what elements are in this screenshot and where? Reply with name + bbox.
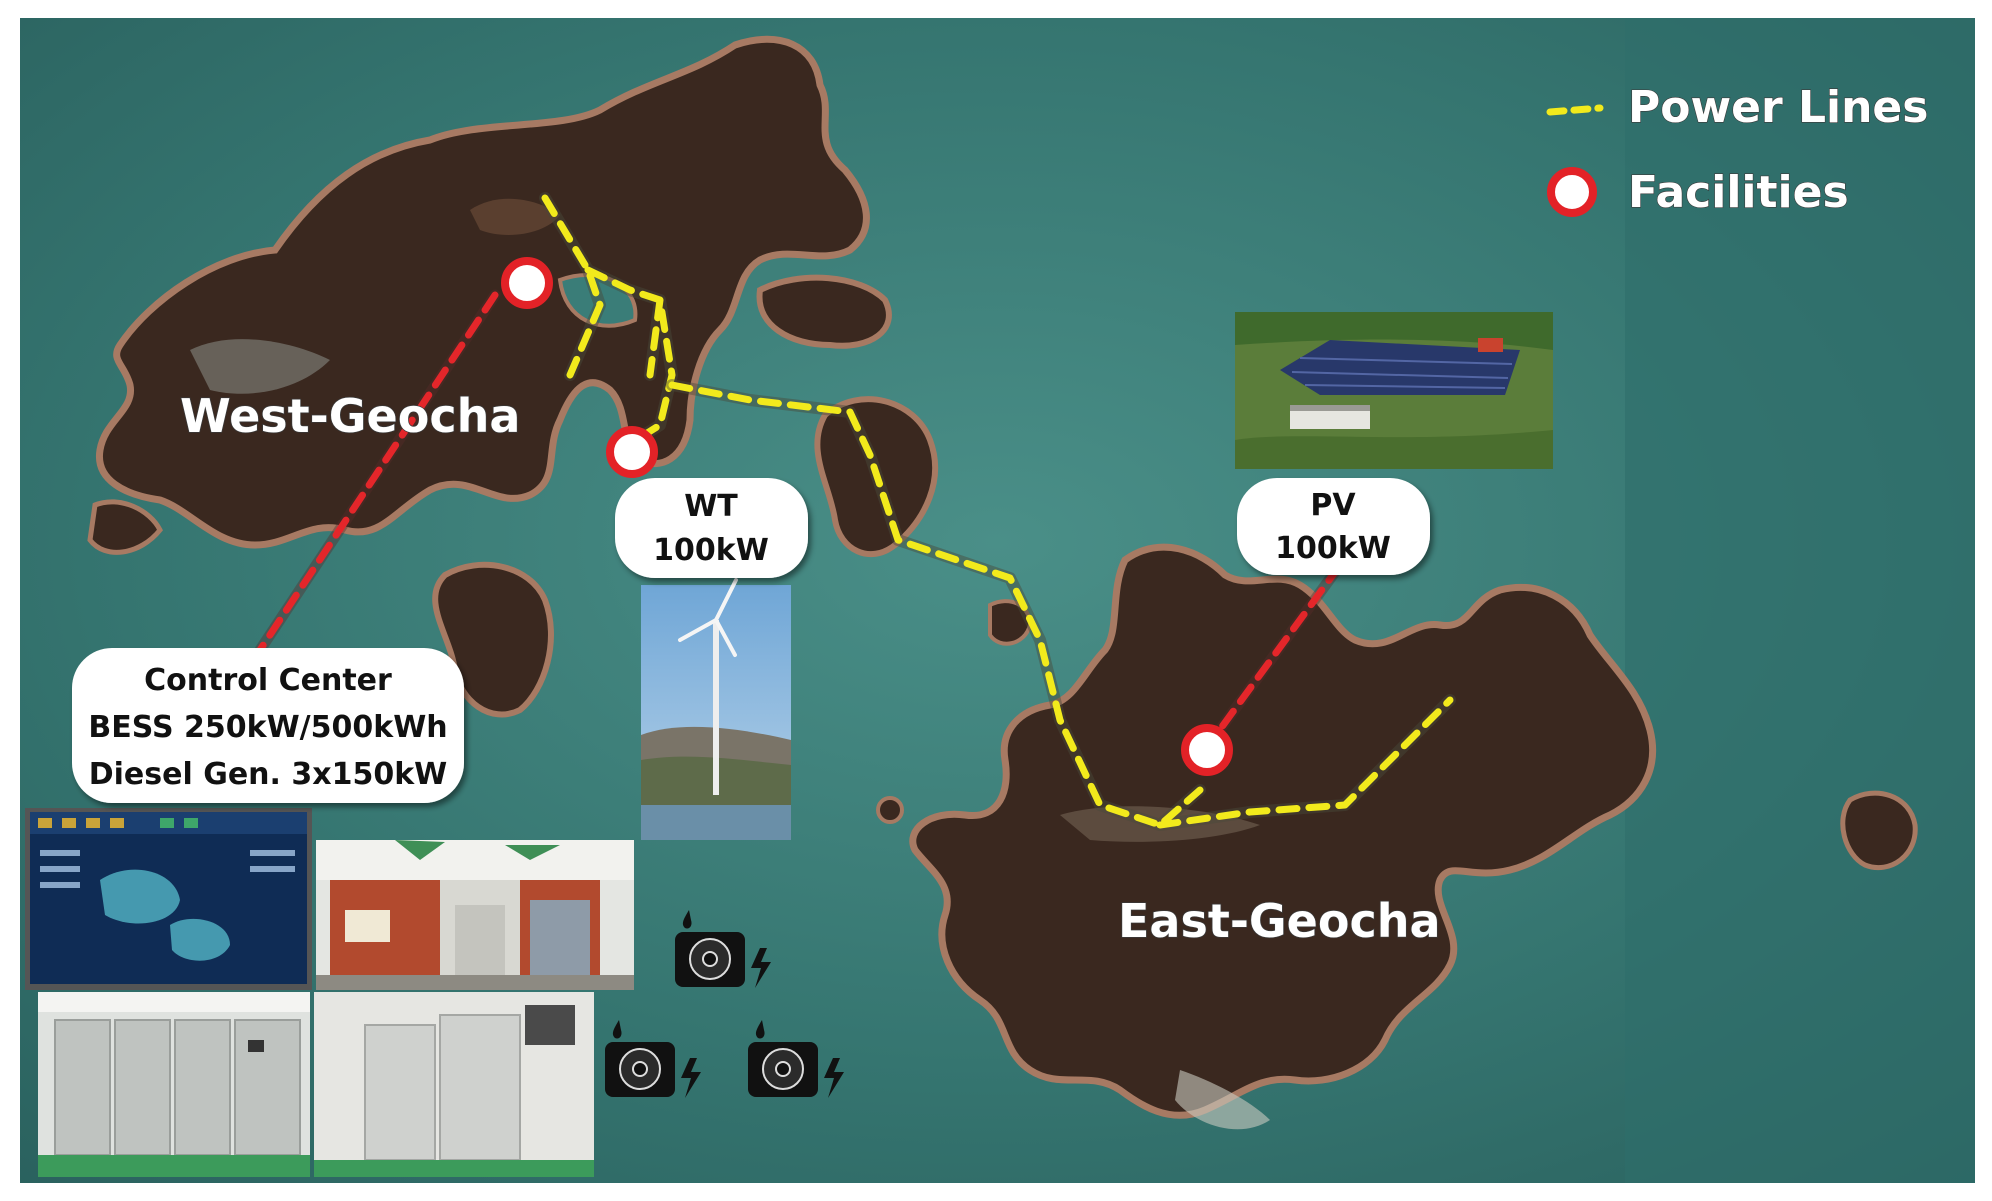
callout-pv-line2: 100kW [1275,531,1391,566]
callout-control-center[interactable] [72,648,464,803]
middle-islets [432,274,1918,871]
callout-pv[interactable] [1237,478,1430,575]
callout-pv-line1: PV [1310,488,1356,523]
cabinet-photo [38,992,310,1177]
diesel-generator-icon-3 [748,1020,844,1098]
callout-control-line1: Control Center [144,663,392,698]
facility-marker-control-center[interactable] [501,257,553,309]
solar-farm-photo [1235,312,1553,469]
callout-control-line3: Diesel Gen. 3x150kW [89,757,448,792]
facility-marker-wind-turbine[interactable] [606,426,658,478]
callout-wt-line2: 100kW [653,533,769,568]
wind-turbine-photo [641,578,791,840]
legend-facilities: Facilities [1547,166,1849,219]
legend-facilities-label: Facilities [1628,167,1849,218]
callout-wt-line1: WT [684,489,738,524]
east-geocha-island [909,543,1657,1130]
cabinet-photo-2 [314,992,594,1177]
legend-power-lines-label: Power Lines [1628,82,1928,133]
legend-power-lines: Power Lines [1546,81,1929,134]
facility-links [254,289,1341,756]
sea-right-band [1625,18,1975,1183]
scada-screen-photo [25,808,312,990]
callout-wt[interactable] [615,478,808,578]
diesel-generator-icon-2 [605,1020,701,1098]
facility-marker-pv[interactable] [1181,724,1233,776]
east-geocha-label: East-Geocha [1118,894,1441,948]
power-lines [539,192,1456,831]
west-geocha-label: West-Geocha [180,389,520,443]
west-geocha-island [87,35,870,555]
building-photo [316,840,634,990]
facility-legend-icon [1547,167,1597,217]
legend: Power Lines Facilities [1546,81,1929,219]
diesel-generator-icon [675,910,771,988]
callout-control-line2: BESS 250kW/500kWh [88,710,447,745]
